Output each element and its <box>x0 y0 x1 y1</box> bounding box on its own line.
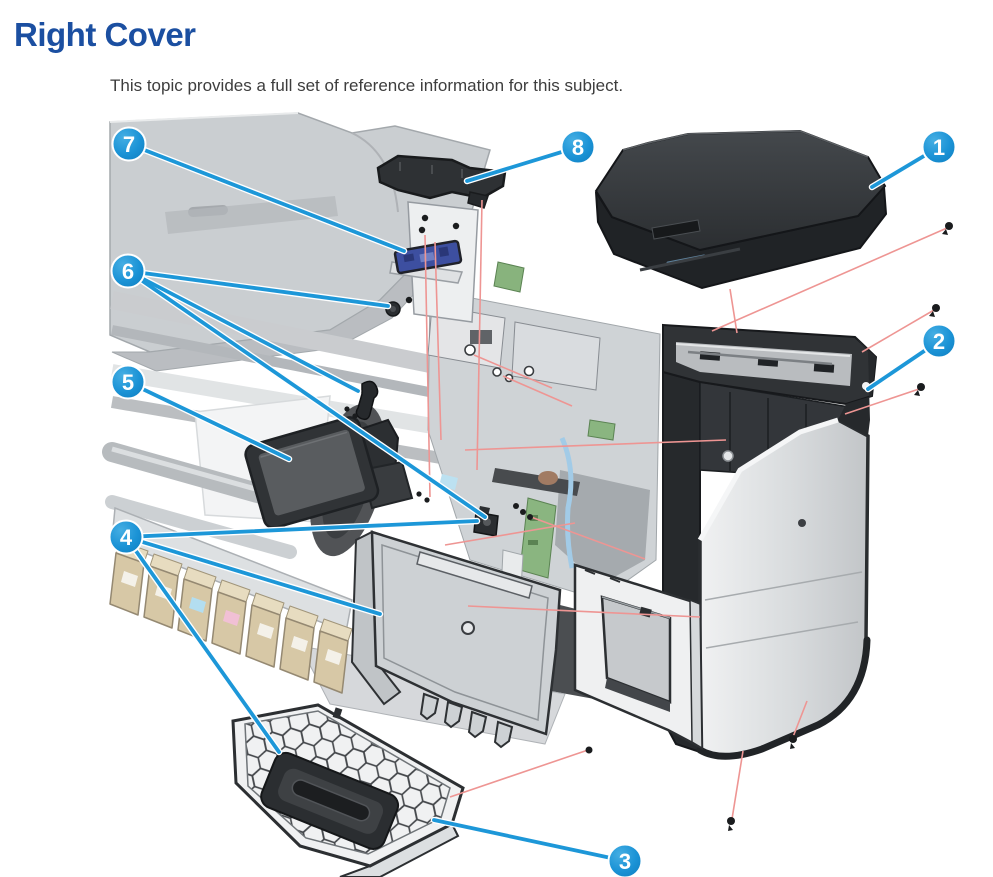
callout-6-label: 6 <box>122 259 134 284</box>
hook-lever <box>355 380 379 421</box>
tray-handle <box>260 751 400 850</box>
callout-3-label: 3 <box>619 849 631 874</box>
callout-3: 3 <box>607 843 643 877</box>
part-window-frame <box>573 563 704 751</box>
part-right-cover <box>662 323 878 760</box>
callout-2: 2 <box>921 323 957 359</box>
panel-hook-tabs <box>419 692 514 749</box>
callout-2-label: 2 <box>933 329 945 354</box>
leader-3 <box>432 818 627 863</box>
callout-7-label: 7 <box>123 132 135 157</box>
leader-4a <box>124 519 479 539</box>
leader-4c <box>124 535 281 754</box>
part-side-panel <box>350 530 562 749</box>
leader-6b <box>126 269 360 393</box>
ink-tube <box>559 436 575 569</box>
leader-6a <box>126 269 390 308</box>
green-pcb-small <box>493 261 525 293</box>
page-subtitle: This topic provides a full set of refere… <box>110 76 624 95</box>
callout-4-label: 4 <box>120 525 133 550</box>
callout-8: 8 <box>560 129 596 165</box>
page-title: Right Cover <box>14 16 196 53</box>
part-top-console-cover <box>594 129 888 290</box>
leader-5 <box>126 380 291 461</box>
part-honeycomb-tray <box>231 703 465 877</box>
leader-4b <box>124 535 382 616</box>
callout-6: 6 <box>110 253 146 289</box>
leader-8 <box>465 145 580 183</box>
callout-8-label: 8 <box>572 135 584 160</box>
screw-leader-lines <box>424 199 948 820</box>
part-top-bracket <box>376 154 507 209</box>
leader-6c <box>126 269 487 519</box>
callout-5: 5 <box>110 364 146 400</box>
callout-5-label: 5 <box>122 370 134 395</box>
callouts: 1 2 3 4 5 6 7 8 <box>108 126 957 877</box>
leader-7 <box>127 142 406 253</box>
callout-1: 1 <box>921 129 957 165</box>
callout-leader-lines <box>122 140 943 865</box>
callout-7: 7 <box>111 126 147 162</box>
callout-1-label: 1 <box>933 135 945 160</box>
model-badge <box>651 219 701 240</box>
callout-4: 4 <box>108 519 144 555</box>
loose-screws <box>344 214 953 831</box>
